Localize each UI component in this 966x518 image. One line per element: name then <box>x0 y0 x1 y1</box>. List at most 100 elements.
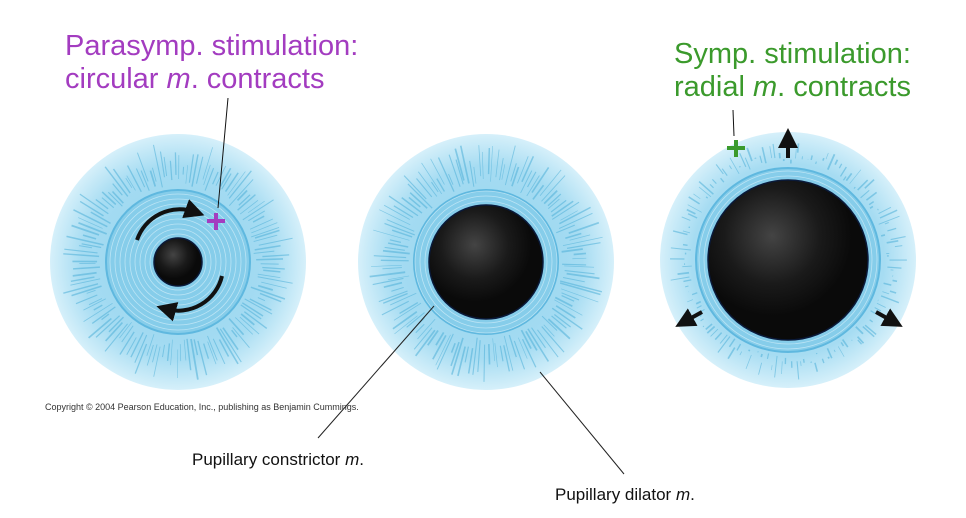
radial-muscle-streak <box>682 243 688 247</box>
parasymp-line1: Parasymp. stimulation: <box>65 30 359 62</box>
radial-muscle-streak <box>399 301 419 314</box>
radial-muscle-streak <box>70 278 101 286</box>
radial-muscle-streak <box>112 168 131 194</box>
radial-muscle-streak <box>699 314 702 317</box>
leader-line <box>539 371 625 475</box>
radial-muscle-streak <box>71 285 102 297</box>
radial-muscle-streak <box>833 349 836 353</box>
radial-muscle-streak <box>236 189 248 201</box>
radial-muscle-streak <box>508 334 517 358</box>
radial-muscle-streak <box>874 307 882 312</box>
radial-muscle-streak <box>880 295 900 304</box>
radial-muscle-streak <box>215 327 239 365</box>
radial-muscle-streak <box>203 343 210 359</box>
radial-muscle-streak <box>101 313 110 321</box>
radial-muscle-streak <box>729 157 740 175</box>
radial-muscle-streak <box>228 179 254 206</box>
radial-muscle-streak <box>79 200 104 217</box>
radial-muscle-streak <box>771 365 773 371</box>
radial-muscle-streak <box>467 348 474 374</box>
radial-muscle-streak <box>88 317 112 339</box>
radial-muscle-streak <box>541 175 566 202</box>
radial-muscle-streak <box>134 334 148 363</box>
radial-muscle-streak <box>520 329 532 349</box>
radial-muscle-streak <box>254 245 281 251</box>
radial-muscle-streak <box>672 230 688 236</box>
radial-muscle-streak <box>163 156 168 177</box>
radial-muscle-streak <box>853 186 856 189</box>
constrictor-label: Pupillary constrictor m. <box>192 450 364 470</box>
radial-muscle-streak <box>840 341 845 347</box>
radial-muscle-streak <box>693 193 701 200</box>
radial-muscle-streak <box>81 243 102 249</box>
radial-muscle-streak <box>568 221 600 235</box>
radial-muscle-streak <box>682 230 691 234</box>
radial-muscle-streak <box>543 324 555 337</box>
radial-muscle-streak <box>435 331 445 346</box>
radial-muscle-streak <box>101 197 115 209</box>
radial-muscle-streak <box>73 209 108 228</box>
leader-line <box>732 109 735 137</box>
radial-muscle-streak <box>151 167 157 182</box>
radial-muscle-streak <box>490 145 493 182</box>
radial-muscle-streak <box>91 306 116 324</box>
radial-muscle-streak <box>79 193 109 215</box>
radial-muscle-streak <box>870 310 876 314</box>
radial-muscle-streak <box>878 206 892 215</box>
radial-muscle-streak <box>842 176 847 181</box>
radial-muscle-streak <box>473 166 477 184</box>
radial-muscle-streak <box>431 181 439 193</box>
radial-muscle-streak <box>417 171 438 197</box>
radial-muscle-streak <box>437 157 455 192</box>
radial-muscle-streak <box>748 349 751 352</box>
radial-muscle-streak <box>719 334 728 344</box>
radial-muscle-streak <box>864 179 875 189</box>
radial-muscle-streak <box>569 234 591 241</box>
radial-muscle-streak <box>146 334 155 356</box>
radial-muscle-streak <box>130 332 144 358</box>
radial-muscle-streak <box>856 336 865 344</box>
radial-muscle-streak <box>739 351 743 356</box>
radial-muscle-streak <box>73 266 100 270</box>
radial-muscle-streak <box>111 190 124 204</box>
radial-muscle-streak <box>259 292 282 303</box>
radial-muscle-streak <box>796 143 800 153</box>
iris-constricted <box>50 134 306 390</box>
radial-muscle-streak <box>503 335 514 371</box>
radial-muscle-streak <box>698 186 712 198</box>
radial-muscle-streak <box>710 328 719 337</box>
radial-muscle-streak <box>195 156 204 184</box>
radial-arrow-icon <box>675 308 703 327</box>
radial-muscle-streak <box>413 327 433 350</box>
radial-muscle-streak <box>802 358 805 363</box>
text: . <box>690 485 695 504</box>
radial-muscle-streak <box>152 144 163 188</box>
radial-muscle-streak <box>373 255 407 259</box>
radial-muscle-streak <box>547 318 571 340</box>
text: m <box>166 63 191 96</box>
circular-muscle-fiber <box>698 170 878 350</box>
radial-muscle-streak <box>876 302 886 308</box>
radial-muscle-streak <box>249 298 272 311</box>
radial-muscle-streak <box>695 300 702 305</box>
radial-muscle-streak <box>417 318 436 340</box>
radial-muscle-streak <box>869 205 874 209</box>
radial-muscle-streak <box>564 265 595 268</box>
radial-muscle-streak <box>121 325 134 343</box>
radial-muscle-streak <box>892 279 898 283</box>
radial-muscle-streak <box>459 145 470 184</box>
radial-muscle-streak <box>532 184 545 200</box>
radial-muscle-streak <box>554 299 583 316</box>
radial-muscle-streak <box>700 318 704 322</box>
text: . contracts <box>777 71 911 104</box>
radial-arrow-icon <box>875 308 903 327</box>
radial-muscle-streak <box>702 325 705 328</box>
radial-muscle-streak <box>191 154 199 187</box>
radial-muscle-streak <box>521 155 535 183</box>
radial-muscle-streak <box>860 189 870 199</box>
radial-muscle-streak <box>758 362 763 375</box>
radial-muscle-streak <box>696 305 702 309</box>
radial-muscle-streak <box>865 191 878 201</box>
radial-muscle-streak <box>531 327 546 349</box>
pupil <box>707 179 869 341</box>
